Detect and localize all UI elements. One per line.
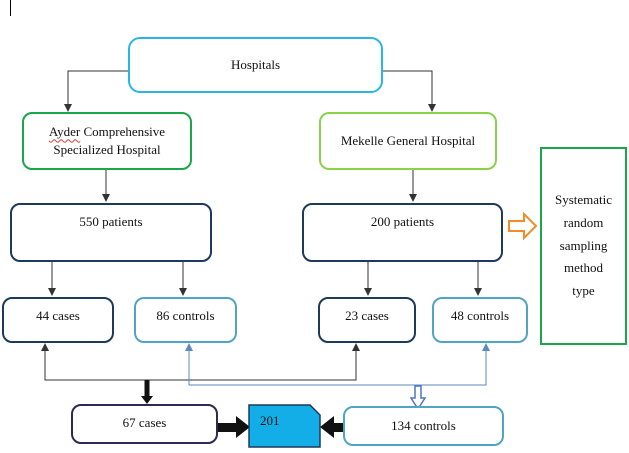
node-mekelle-cases-label: 23 cases xyxy=(345,308,389,323)
node-ayder-cases: 44 cases xyxy=(2,297,114,343)
node-ayder-cases-label: 44 cases xyxy=(36,308,80,323)
text-cursor xyxy=(10,0,11,16)
node-ayder-controls-label: 86 controls xyxy=(156,308,215,323)
edge-controls-merge xyxy=(188,345,487,386)
node-hospitals: Hospitals xyxy=(128,37,383,93)
edge-hospitals-mekelle xyxy=(382,70,436,112)
node-mekelle-patients-label: 200 patients xyxy=(370,214,435,229)
node-mekelle-controls-label: 48 controls xyxy=(450,308,510,323)
spellcheck-word: Ayder xyxy=(48,124,81,140)
arrow-to-sampling xyxy=(508,211,538,241)
node-total-controls: 134 controls xyxy=(343,406,504,446)
node-total-cases: 67 cases xyxy=(71,404,218,444)
edge-cases-merge xyxy=(44,345,357,381)
node-mekelle-label: Mekelle General Hospital xyxy=(340,133,476,149)
node-mekelle: Mekelle General Hospital xyxy=(319,112,497,170)
node-total-label: 201 xyxy=(260,413,280,428)
node-sampling-method: Systematic random sampling method type xyxy=(540,147,627,345)
node-ayder-controls: 86 controls xyxy=(134,297,237,343)
node-ayder-patients-label: 550 patients xyxy=(79,214,143,229)
node-total: 201 xyxy=(248,404,321,448)
edge-hospitals-ayder xyxy=(64,70,128,112)
node-mekelle-patients: 200 patients xyxy=(302,203,503,262)
node-sampling-method-label: Systematic random sampling method type xyxy=(554,192,613,299)
node-ayder: Ayder Comprehensive Specialized Hospital xyxy=(22,112,192,170)
arrow-cases-to-total xyxy=(236,416,250,438)
node-mekelle-controls: 48 controls xyxy=(432,297,528,343)
node-total-controls-label: 134 controls xyxy=(391,418,456,434)
arrow-controls-to-total xyxy=(320,416,334,438)
node-hospitals-label: Hospitals xyxy=(230,57,281,73)
node-total-cases-label: 67 cases xyxy=(122,415,167,430)
edge-to-total-controls xyxy=(409,385,427,411)
total-shape xyxy=(248,404,321,448)
node-ayder-patients: 550 patients xyxy=(10,203,212,262)
node-ayder-label: Ayder Comprehensive Specialized Hospital xyxy=(48,124,166,157)
node-mekelle-cases: 23 cases xyxy=(318,297,416,343)
